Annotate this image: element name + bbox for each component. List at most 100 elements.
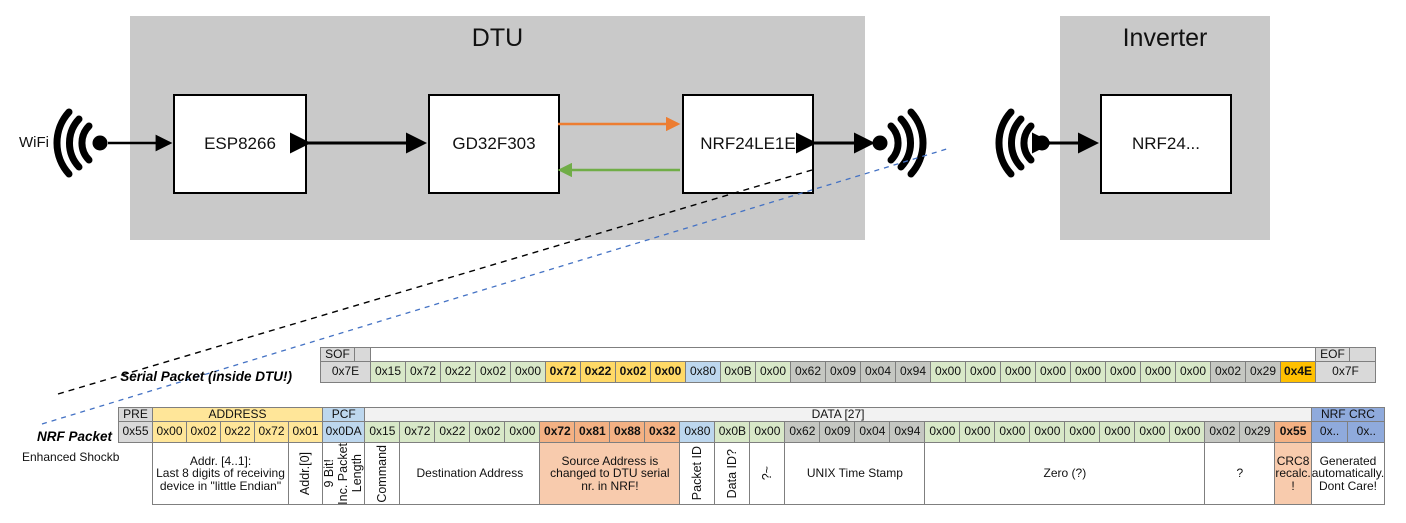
nrf-byte-6: 0x81 (574, 420, 611, 443)
nrf-data-header: DATA [27] (364, 407, 1312, 422)
serial-byte-4: 0x00 (510, 360, 546, 383)
desc-address-note-l3: device in "little Endian" (159, 478, 282, 493)
desc-command-label: Command (374, 444, 389, 503)
serial-byte-14: 0x04 (860, 360, 896, 383)
serial-byte-17: 0x00 (965, 360, 1001, 383)
nrf-byte-11: 0x00 (749, 420, 786, 443)
wifi-label: WiFi (19, 134, 49, 151)
wifi-antenna-icon-nrf (872, 108, 927, 178)
nrf-pcf-header: PCF (321, 407, 366, 422)
nrf-address-header: ADDRESS (152, 407, 323, 422)
desc-source-note-l3: nr. in NRF! (581, 478, 639, 493)
chip-gd32f303: GD32F303 (428, 94, 560, 194)
desc-source-note-l1: Source Address is (561, 453, 659, 468)
desc-tilde: ?~ (749, 441, 786, 506)
serial-byte-16: 0x00 (930, 360, 966, 383)
nrf-packet-value-row: 0x55 0x00 0x02 0x22 0x72 0x01 0x0DA 0x15… (118, 420, 1386, 443)
desc-nrf-crc: Generated automatically. Dont Care! (1310, 441, 1386, 506)
chip-esp8266-label: ESP8266 (204, 134, 276, 153)
desc-addr0-label: Addr.[0] (297, 451, 312, 496)
serial-packet-header-row: SOF EOF (320, 347, 1376, 362)
nrf-byte-18: 0x00 (994, 420, 1031, 443)
serial-byte-25: 0x29 (1245, 360, 1281, 383)
serial-byte-22: 0x00 (1140, 360, 1176, 383)
serial-byte-7: 0x02 (615, 360, 651, 383)
serial-byte-1: 0x72 (405, 360, 441, 383)
nrf-byte-24: 0x02 (1204, 420, 1241, 443)
desc-pcf-b: Inc. Packet (336, 442, 351, 505)
nrf-byte-8: 0x32 (644, 420, 681, 443)
nrf-address-value-2: 0x22 (220, 420, 255, 443)
nrf-byte-26: 0x55 (1274, 420, 1312, 443)
serial-byte-26: 0x4E (1280, 360, 1316, 383)
desc-data-id-label: Data ID? (724, 448, 739, 499)
serial-byte-13: 0x09 (825, 360, 861, 383)
serial-byte-9: 0x80 (685, 360, 721, 383)
chip-esp8266: ESP8266 (173, 94, 307, 194)
nrf-byte-19: 0x00 (1029, 420, 1066, 443)
serial-eof-value: 0x7F (1315, 360, 1376, 383)
nrf-crc-header: NRF CRC (1310, 407, 1386, 422)
desc-nrfcrc-l2: automatically. (1311, 466, 1385, 481)
serial-byte-0: 0x15 (370, 360, 406, 383)
nrf-byte-10: 0x0B (714, 420, 751, 443)
serial-eof-header: EOF (1315, 347, 1350, 362)
serial-byte-6: 0x22 (580, 360, 616, 383)
nrf-crc-value-1: 0x.. (1347, 420, 1386, 443)
nrf-byte-4: 0x00 (504, 420, 541, 443)
nrf-byte-2: 0x22 (434, 420, 471, 443)
serial-byte-8: 0x00 (650, 360, 686, 383)
serial-byte-15: 0x94 (895, 360, 931, 383)
nrf-packet-row-label: NRF Packet (36, 429, 112, 444)
serial-byte-24: 0x02 (1210, 360, 1246, 383)
nrf-pcf-value: 0x0DA (321, 420, 366, 443)
desc-crc8-l3: ! (1291, 478, 1295, 493)
nrf-byte-9: 0x80 (679, 420, 716, 443)
nrf-byte-17: 0x00 (959, 420, 996, 443)
nrf-byte-12: 0x62 (784, 420, 821, 443)
nrf-address-value-4: 0x01 (288, 420, 323, 443)
desc-address-note: Addr. [4..1]: Last 8 digits of receiving… (152, 441, 289, 506)
wifi-antenna-icon-inverter (995, 108, 1050, 178)
nrf-pre-header: PRE (118, 407, 153, 422)
desc-data-id: Data ID? (714, 441, 751, 506)
serial-byte-12: 0x62 (790, 360, 826, 383)
serial-eof-header-pad (1349, 347, 1376, 362)
serial-header-spacer (370, 347, 1316, 362)
nrf-byte-15: 0x94 (889, 420, 926, 443)
desc-pre-blank (118, 442, 153, 505)
nrf-byte-13: 0x09 (819, 420, 856, 443)
nrf-pre-value: 0x55 (118, 420, 153, 443)
nrf-byte-3: 0x02 (469, 420, 506, 443)
nrf-byte-25: 0x29 (1239, 420, 1276, 443)
serial-byte-11: 0x00 (755, 360, 791, 383)
desc-packet-id-label: Packet ID (689, 446, 704, 501)
nrf-packet-sub-label: Enhanced Shockburst (22, 450, 140, 464)
desc-nrfcrc-l1: Generated (1319, 453, 1377, 468)
enclosure-inverter: Inverter (1060, 16, 1270, 240)
desc-zero: Zero (?) (924, 441, 1206, 506)
nrf-byte-1: 0x72 (399, 420, 436, 443)
desc-command: Command (364, 441, 401, 506)
desc-address-note-l2: Last 8 digits of receiving (156, 466, 285, 481)
nrf-byte-22: 0x00 (1134, 420, 1171, 443)
serial-byte-2: 0x22 (440, 360, 476, 383)
nrf-byte-5: 0x72 (539, 420, 576, 443)
serial-packet-row-label: Serial Packet (inside DTU!) (120, 369, 292, 384)
desc-destination-address: Destination Address (399, 441, 541, 506)
serial-sof-value: 0x7E (320, 360, 371, 383)
nrf-byte-0: 0x15 (364, 420, 401, 443)
desc-crc8: CRC8 recalc. ! (1274, 441, 1312, 506)
nrf-packet-table: PRE ADDRESS PCF DATA [27] NRF CRC 0x55 0… (118, 407, 1386, 506)
nrf-byte-21: 0x00 (1099, 420, 1136, 443)
desc-nrfcrc-l3: Dont Care! (1318, 478, 1377, 493)
nrf-byte-23: 0x00 (1169, 420, 1206, 443)
desc-unix-time-stamp: UNIX Time Stamp (784, 441, 926, 506)
nrf-crc-value-0: 0x.. (1310, 420, 1349, 443)
chip-nrf24: NRF24... (1100, 94, 1232, 194)
nrf-packet-description-row: Addr. [4..1]: Last 8 digits of receiving… (118, 441, 1386, 506)
desc-source-note-l2: changed to DTU serial (550, 466, 670, 481)
